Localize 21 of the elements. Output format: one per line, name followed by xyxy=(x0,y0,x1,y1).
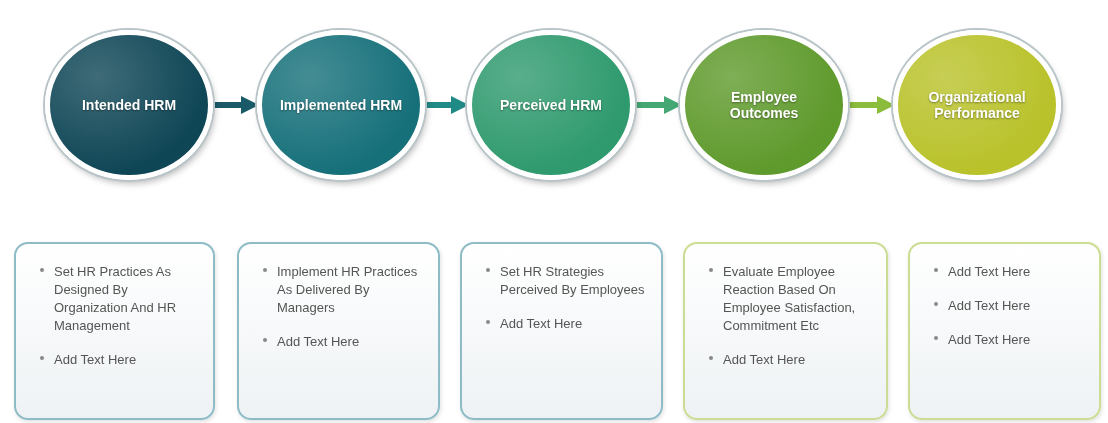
stage-title: Employee Outcomes xyxy=(728,88,800,122)
bullet-text: Add Text Here xyxy=(500,316,583,331)
text-card xyxy=(683,242,888,420)
bullet-text: Add Text Here xyxy=(277,334,360,349)
bullet-text: Add Text Here xyxy=(948,264,1031,279)
bullet-text: Set HR Strategies Perceived By Employees xyxy=(500,264,645,297)
text-card xyxy=(237,242,440,420)
bullet-text: Evaluate Employee Reaction Based On Employee Satisfaction, Commitment Etc xyxy=(723,264,856,333)
bullet-text: Add Text Here xyxy=(723,352,806,367)
text-card xyxy=(460,242,663,420)
stage-title: Organizational Performance xyxy=(927,88,1027,122)
stage-title: Perceived HRM xyxy=(499,96,603,114)
bullet-text: Implement HR Practices As Delivered By Managers xyxy=(277,264,418,315)
stage-title: Implemented HRM xyxy=(278,96,404,114)
bullet-text: Set HR Practices As Designed By Organization And HR Management xyxy=(54,264,177,333)
text-card xyxy=(908,242,1101,420)
stage-title: Intended HRM xyxy=(80,96,178,114)
bullet-text: Add Text Here xyxy=(54,352,137,367)
bullet-text: Add Text Here xyxy=(948,298,1031,313)
bullet-text: Add Text Here xyxy=(948,332,1031,347)
text-card xyxy=(14,242,215,420)
